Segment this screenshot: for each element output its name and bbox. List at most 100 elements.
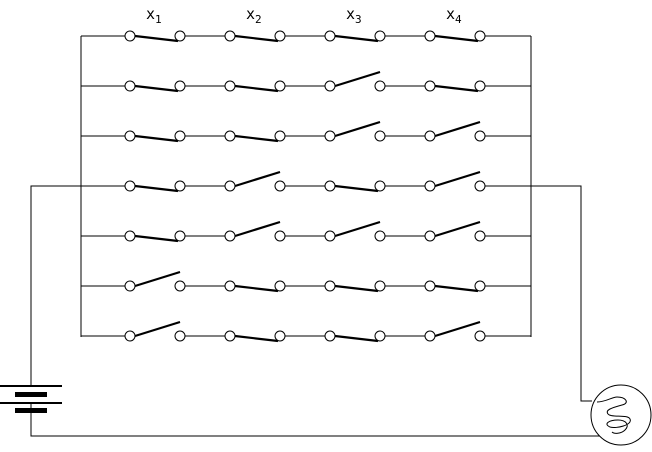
left-supply-wire xyxy=(30,185,81,386)
switch-r5-x4 xyxy=(424,220,486,242)
switch-terminal-right xyxy=(274,30,286,42)
column-headers: x1 x2 x3 x4 xyxy=(146,5,462,26)
switch-terminal-right xyxy=(174,330,186,342)
switch-r3-x3 xyxy=(324,120,386,142)
switch-r6-x4 xyxy=(424,280,486,293)
switch-terminal-left xyxy=(124,230,136,242)
switch-r1-x3 xyxy=(324,30,386,43)
switch-blade-closed xyxy=(134,184,179,193)
switch-terminal-left xyxy=(124,30,136,42)
switch-terminal-left xyxy=(324,130,336,142)
switch-terminal-right xyxy=(274,130,286,142)
switch-terminal-left xyxy=(224,80,236,92)
switch-row-7 xyxy=(81,320,531,343)
switch-r6-x1 xyxy=(124,270,186,292)
switch-r3-x4 xyxy=(424,120,486,142)
battery-plate-short-2 xyxy=(15,408,47,413)
switch-terminal-right xyxy=(374,80,386,92)
switch-blade-closed xyxy=(234,334,279,343)
switch-blade-open xyxy=(134,320,181,338)
switch-r4-x3 xyxy=(324,180,386,193)
switch-row-1 xyxy=(81,30,531,43)
switch-r1-x2 xyxy=(224,30,286,43)
switch-r7-x4 xyxy=(424,320,486,342)
switch-r4-x2 xyxy=(224,170,286,192)
switch-terminal-left xyxy=(424,80,436,92)
switch-terminal-left xyxy=(124,330,136,342)
switch-terminal-right xyxy=(174,230,186,242)
right-supply-wire xyxy=(531,185,592,402)
switch-terminal-right xyxy=(174,180,186,192)
switch-r1-x4 xyxy=(424,30,486,43)
switch-r5-x1 xyxy=(124,230,186,243)
switch-terminal-right xyxy=(274,80,286,92)
switch-r6-x2 xyxy=(224,280,286,293)
switch-r1-x1 xyxy=(124,30,186,43)
switch-blade-closed xyxy=(434,284,479,293)
switch-terminal-right xyxy=(274,230,286,242)
switch-r4-x1 xyxy=(124,180,186,193)
switch-blade-closed xyxy=(434,34,479,43)
switch-terminal-right xyxy=(374,230,386,242)
switch-terminal-right xyxy=(374,30,386,42)
switch-terminal-right xyxy=(174,280,186,292)
switch-r3-x2 xyxy=(224,130,286,143)
column-header-x2: x2 xyxy=(246,5,262,26)
switch-r2-x2 xyxy=(224,80,286,93)
switch-terminal-right xyxy=(474,130,486,142)
switch-blade-open xyxy=(434,320,481,338)
switch-blade-closed xyxy=(234,134,279,143)
switch-r2-x4 xyxy=(424,80,486,93)
switch-terminal-left xyxy=(424,180,436,192)
switch-terminal-right xyxy=(174,80,186,92)
switch-r2-x1 xyxy=(124,80,186,93)
column-header-x3: x3 xyxy=(346,5,362,26)
switch-terminal-left xyxy=(424,330,436,342)
switch-blade-closed xyxy=(234,84,279,93)
switch-terminal-left xyxy=(124,180,136,192)
switch-blade-open xyxy=(434,220,481,238)
column-header-x4: x4 xyxy=(446,5,462,26)
switch-blade-closed xyxy=(234,284,279,293)
switch-terminal-left xyxy=(424,30,436,42)
switch-terminal-right xyxy=(474,30,486,42)
switch-terminal-left xyxy=(124,130,136,142)
switch-terminal-right xyxy=(474,80,486,92)
switch-blade-closed xyxy=(134,234,179,243)
switch-blade-closed xyxy=(334,34,379,43)
switch-terminal-left xyxy=(324,30,336,42)
switch-blade-open xyxy=(434,120,481,138)
switch-blade-open xyxy=(334,220,381,238)
switch-terminal-left xyxy=(324,280,336,292)
switch-blade-closed xyxy=(134,134,179,143)
switch-terminal-right xyxy=(374,130,386,142)
switch-blade-closed xyxy=(334,184,379,193)
switch-terminal-left xyxy=(224,130,236,142)
switch-r5-x2 xyxy=(224,220,286,242)
switch-terminal-left xyxy=(324,330,336,342)
switch-terminal-right xyxy=(174,30,186,42)
switch-terminal-right xyxy=(374,330,386,342)
switch-blade-closed xyxy=(134,84,179,93)
switch-terminal-left xyxy=(324,180,336,192)
switch-terminal-left xyxy=(324,230,336,242)
switch-r6-x3 xyxy=(324,280,386,293)
switch-blade-closed xyxy=(134,34,179,43)
switch-terminal-left xyxy=(424,280,436,292)
switch-terminal-right xyxy=(274,330,286,342)
switch-blade-closed xyxy=(234,34,279,43)
switch-r5-x3 xyxy=(324,220,386,242)
switch-blade-closed xyxy=(334,284,379,293)
switch-terminal-left xyxy=(224,180,236,192)
switch-blade-open xyxy=(334,70,381,88)
switch-terminal-left xyxy=(424,130,436,142)
switch-rows xyxy=(81,30,531,343)
switch-terminal-right xyxy=(374,280,386,292)
switch-terminal-left xyxy=(224,280,236,292)
bottom-return-wire xyxy=(30,403,608,437)
switch-terminal-right xyxy=(474,330,486,342)
switch-blade-closed xyxy=(334,334,379,343)
switch-blade-closed xyxy=(434,84,479,93)
switch-row-3 xyxy=(81,120,531,143)
